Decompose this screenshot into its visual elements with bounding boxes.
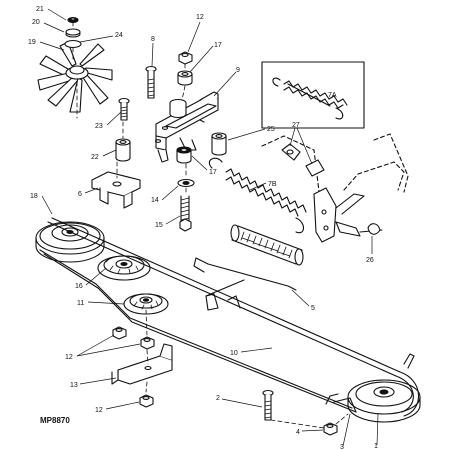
bolt-2 [262,389,274,421]
callout-12-bottom: 12 [95,407,103,414]
bushing-17-top [177,70,193,86]
callout-7A: 7A [328,92,337,99]
bolt-23 [118,97,130,121]
callout-18: 18 [30,193,38,200]
callout-20: 20 [32,19,40,26]
callout-14: 14 [151,197,159,204]
callout-9: 9 [236,67,240,74]
cam-27 [281,143,325,177]
washer-14 [177,178,195,188]
spring-7A [261,61,365,129]
callout-22: 22 [91,154,99,161]
engine-pulley-18 [35,221,105,263]
bolt-8 [145,65,157,99]
bolt-15 [179,195,192,232]
bracket-6 [91,161,141,209]
idler-pulley-16 [97,255,151,281]
nut-4 [323,422,338,436]
callout-27: 27 [292,122,300,129]
nut-12-bottom [139,394,154,408]
callout-10: 10 [230,350,238,357]
callout-1: 1 [374,443,378,450]
callout-19: 19 [28,39,36,46]
v-belt-10 [39,217,420,417]
idler-arm-9 [154,91,219,163]
nut-12-mid [140,336,155,350]
callout-26: 26 [366,257,374,264]
callout-23: 23 [95,123,103,130]
callout-3: 3 [340,444,344,450]
lever-bracket [261,133,409,243]
callout-4: 4 [296,429,300,436]
spacer-22 [115,121,131,162]
idler-pulley-11 [123,293,169,315]
belt-guide-5 [193,257,415,413]
callout-17-top: 17 [214,42,222,49]
transmission-pulley-1 [347,379,421,423]
callout-16: 16 [75,283,83,290]
callout-24: 24 [115,32,123,39]
callout-12-mid: 12 [65,354,73,361]
spring-7B [208,157,307,234]
spacer-25 [211,132,227,156]
leader-lines [39,8,379,447]
callout-6: 6 [78,191,82,198]
bushing-17-lower [176,146,192,164]
bracket-13 [111,343,173,385]
callout-12-top: 12 [196,14,204,21]
cooling-fan [37,16,113,119]
callout-13: 13 [70,382,78,389]
callout-15: 15 [155,222,163,229]
callout-21: 21 [36,6,44,13]
callout-8: 8 [151,36,155,43]
nut-12-top [178,51,193,65]
callout-17-lower: 17 [209,169,217,176]
callout-7B: 7B [268,181,277,188]
callout-2: 2 [216,395,220,402]
callouts: 21 20 24 19 12 8 17 9 7A 23 25 27 22 17 … [28,6,378,450]
callout-25: 25 [267,126,275,133]
figure-reference-code: MP8870 [40,416,70,425]
nut-12-left [112,326,127,340]
callout-5: 5 [311,305,315,312]
callout-11: 11 [77,300,84,307]
spring-guard [230,224,304,266]
